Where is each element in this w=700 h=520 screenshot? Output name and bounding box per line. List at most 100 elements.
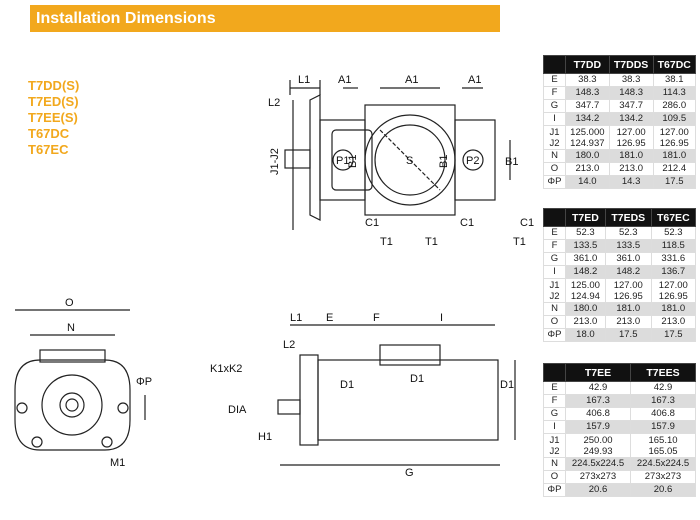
dim-label: O: [65, 297, 74, 309]
table-cell: 148.2: [604, 265, 652, 279]
table-cell: 224.5x224.5: [565, 457, 631, 471]
dim-label: A1: [338, 74, 351, 86]
dim-label: F: [373, 312, 380, 324]
dim-label: A1: [468, 74, 481, 86]
port-label: S: [406, 155, 413, 167]
dim-label: B1: [347, 155, 359, 168]
header-cell: [543, 363, 566, 382]
table-cell: 148.3: [608, 86, 654, 100]
table-cell: N: [543, 457, 566, 471]
table-cell: 167.3: [630, 394, 696, 408]
table-cell: 38.3: [608, 73, 654, 87]
dim-label: D1: [410, 373, 424, 385]
table-cell: G: [543, 407, 566, 421]
dim-label: G: [405, 467, 414, 479]
dim-label: I: [440, 312, 443, 324]
table-cell: 118.5: [650, 239, 697, 253]
header-cell: T67DC: [652, 55, 697, 74]
header-cell: T7ED: [565, 208, 606, 227]
section-title: Installation Dimensions: [30, 5, 500, 32]
table-cell: 347.7: [565, 99, 610, 113]
table-cell: 331.6: [650, 252, 697, 266]
port-label: P2: [466, 155, 479, 167]
table-cell: F: [543, 239, 566, 253]
table-cell: 52.3: [604, 226, 652, 240]
dim-label: N: [67, 322, 75, 334]
table-cell: 180.0: [565, 302, 606, 316]
front-view-drawing: [14, 309, 146, 451]
model-item: T67DC: [28, 126, 70, 141]
header-cell: T7EES: [630, 363, 696, 382]
table-cell: 20.6: [630, 483, 696, 497]
port-label: P1: [336, 155, 349, 167]
table-cell: 52.3: [565, 226, 606, 240]
installation-drawings: L1 A1 A1 A1 L2 J1-J2 P1 S P2 B1 B1 B1 C1…: [14, 74, 534, 479]
table-cell: 347.7: [608, 99, 654, 113]
dim-label: DIA: [228, 404, 247, 416]
dim-label: M1: [110, 457, 125, 469]
table-cell: 17.5: [604, 328, 652, 342]
table-cell: 213.0: [608, 162, 654, 176]
table-cell: 406.8: [565, 407, 631, 421]
table-cell: 213.0: [604, 315, 652, 329]
table-cell: 17.5: [652, 175, 697, 189]
header-cell: T7EDS: [604, 208, 652, 227]
table-cell: 134.2: [608, 112, 654, 126]
table-cell: N: [543, 302, 566, 316]
model-item: T7EE(S): [28, 110, 78, 125]
table-cell: 109.5: [652, 112, 697, 126]
table-cell: E: [543, 381, 566, 395]
model-list: T7DD(S) T7ED(S) T7EE(S) T67DC T67EC: [28, 78, 79, 158]
dim-label: B1: [505, 156, 518, 168]
table-cell: ΦP: [543, 483, 566, 497]
table-cell: E: [543, 73, 566, 87]
table-cell: 167.3: [565, 394, 631, 408]
table-cell: 181.0: [604, 302, 652, 316]
dim-label: C1: [460, 217, 474, 229]
side-view-drawing: [277, 324, 516, 466]
table-cell: 38.3: [565, 73, 610, 87]
table-cell: I: [543, 420, 566, 434]
dim-label: C1: [365, 217, 379, 229]
table-cell: 157.9: [565, 420, 631, 434]
model-item: T7DD(S): [28, 78, 80, 93]
table-cell: 42.9: [630, 381, 696, 395]
table-cell: O: [543, 162, 566, 176]
table-cell: 181.0: [650, 302, 697, 316]
table-cell: 133.5: [604, 239, 652, 253]
table-cell: 133.5: [565, 239, 606, 253]
table-cell: 273x273: [565, 470, 631, 484]
dim-label: T1: [513, 236, 526, 248]
table-cell: 157.9: [630, 420, 696, 434]
table-cell: O: [543, 315, 566, 329]
dim-label: T1: [380, 236, 393, 248]
dim-label: A1: [405, 74, 418, 86]
header-cell: T7DDS: [608, 55, 654, 74]
table-cell: 14.3: [608, 175, 654, 189]
